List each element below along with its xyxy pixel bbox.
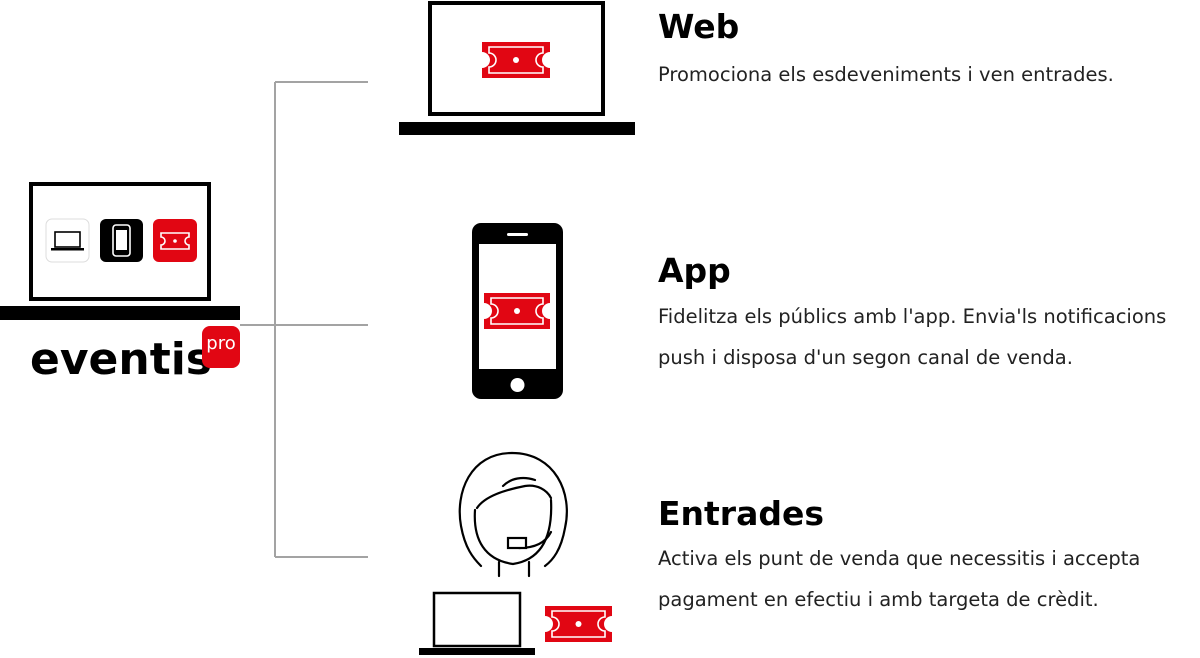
channel-app-description: Fidelitza els públics amb l'app. Envia'l…: [658, 305, 1167, 369]
phone-ticket-icon: [472, 223, 563, 399]
pro-badge: pro: [202, 326, 240, 368]
channel-web-title: Web: [658, 7, 740, 46]
channel-entrades-description: Activa els punt de venda que necessitis …: [658, 547, 1141, 611]
platform-laptop-icon: [0, 182, 240, 320]
brand-name: eventis: [30, 334, 212, 385]
web-tile-icon: [45, 218, 90, 263]
channel-web-description: Promociona els esdeveniments i ven entra…: [658, 63, 1114, 86]
app-tile-icon: [100, 219, 143, 262]
channel-app-title: App: [658, 251, 731, 290]
box-office-agent-icon: [419, 451, 612, 655]
channel-entrades-title: Entrades: [658, 494, 824, 533]
ticket-tile-icon: [153, 219, 197, 262]
laptop-ticket-icon: [399, 1, 635, 135]
